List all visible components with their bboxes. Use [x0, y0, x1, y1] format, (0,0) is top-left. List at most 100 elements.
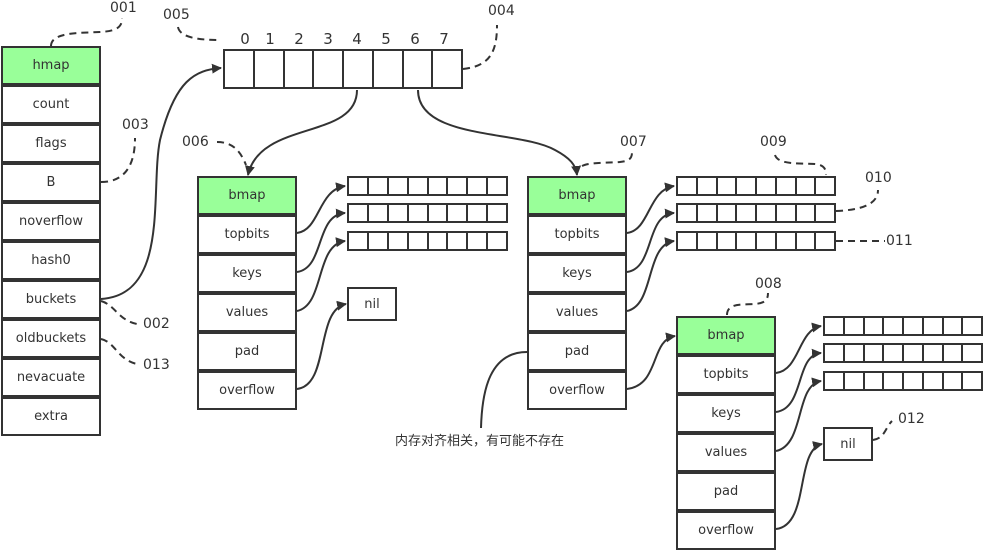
slot-cell: [944, 345, 964, 361]
slot-cell: [369, 233, 389, 249]
hmap-field-oldbuckets[interactable]: oldbuckets: [1, 319, 101, 358]
bmap-field-values[interactable]: values: [527, 293, 627, 332]
hmap-field-buckets[interactable]: buckets: [1, 280, 101, 319]
bucket-index: 5: [381, 30, 391, 48]
bmap-field-pad[interactable]: pad: [676, 472, 776, 511]
dash-008: [726, 292, 769, 316]
slot-cell: [718, 233, 738, 249]
slot-cell: [816, 233, 834, 249]
bmap-field-topbits[interactable]: topbits: [676, 355, 776, 394]
annotation-001: 001: [110, 0, 137, 16]
slot-cell: [777, 205, 797, 221]
slot-cell: [737, 178, 757, 194]
hmap-field-B[interactable]: B: [1, 163, 101, 202]
bucket-cell[interactable]: [344, 51, 374, 87]
slot-cell: [845, 318, 865, 334]
arrow-bmap2-keys: [626, 208, 675, 273]
hmap-field-noverflow[interactable]: noverflow: [1, 202, 101, 241]
bmap-field-pad[interactable]: pad: [527, 332, 627, 371]
slot-cell: [816, 178, 834, 194]
bmap-field-keys[interactable]: keys: [197, 254, 297, 293]
slot-cell: [884, 318, 904, 334]
slot-cell: [409, 178, 429, 194]
bucket-cell[interactable]: [314, 51, 344, 87]
slot-cell: [816, 205, 834, 221]
hmap-field-count[interactable]: count: [1, 85, 101, 124]
slot-cell: [448, 178, 469, 194]
bucket-cell[interactable]: [433, 51, 461, 87]
bmap-header[interactable]: bmap: [197, 176, 297, 215]
bmap-field-topbits[interactable]: topbits: [197, 215, 297, 254]
slot-cell: [389, 178, 409, 194]
annotation-011: 011: [886, 233, 913, 249]
bmap-field-pad[interactable]: pad: [197, 332, 297, 371]
bmap-field-overflow[interactable]: overflow: [197, 371, 297, 410]
slot-cell: [468, 178, 489, 194]
arrow-bmap3-keys: [775, 348, 822, 413]
bmap-field-topbits[interactable]: topbits: [527, 215, 627, 254]
arrow-bucket6-to-bmap2: [417, 89, 582, 176]
slot-cell: [678, 233, 698, 249]
slot-cell: [488, 205, 506, 221]
slot-cell: [718, 205, 738, 221]
topbits-array: [823, 316, 983, 336]
hmap-field-extra[interactable]: extra: [1, 397, 101, 436]
hmap-field-hash0[interactable]: hash0: [1, 241, 101, 280]
bucket-cell[interactable]: [404, 51, 434, 87]
slot-cell: [737, 205, 757, 221]
bmap-field-values[interactable]: values: [676, 433, 776, 472]
arrow-bmap3-values: [775, 377, 822, 452]
slot-cell: [369, 178, 389, 194]
slot-cell: [349, 233, 369, 249]
bmap-field-keys[interactable]: keys: [527, 254, 627, 293]
arrow-bmap3-topbits: [775, 322, 822, 374]
values-array: [676, 231, 836, 251]
slot-cell: [429, 233, 449, 249]
slot-cell: [884, 345, 904, 361]
annotation-008: 008: [755, 276, 782, 292]
slot-cell: [409, 233, 429, 249]
hmap-header[interactable]: hmap: [1, 46, 101, 85]
bmap-header[interactable]: bmap: [527, 176, 627, 215]
bucket-cell[interactable]: [255, 51, 285, 87]
slot-cell: [845, 373, 865, 389]
bucket-index: 4: [352, 30, 362, 48]
annotation-003: 003: [122, 117, 149, 133]
arrow-bmap1-overflow: [296, 300, 347, 390]
bmap-field-overflow[interactable]: overflow: [527, 371, 627, 410]
values-array: [347, 231, 508, 251]
annotation-010: 010: [865, 170, 892, 186]
bmap-field-values[interactable]: values: [197, 293, 297, 332]
slot-cell: [865, 345, 885, 361]
bmap-field-overflow[interactable]: overflow: [676, 511, 776, 550]
slot-cell: [409, 205, 429, 221]
slot-cell: [944, 318, 964, 334]
bmap-header[interactable]: bmap: [676, 316, 776, 355]
annotation-006: 006: [182, 134, 209, 150]
keys-array: [676, 203, 836, 223]
bucket-cell[interactable]: [374, 51, 404, 87]
hmap-field-flags[interactable]: flags: [1, 124, 101, 163]
arrow-bucket4-to-bmap1: [245, 89, 358, 176]
slot-cell: [488, 178, 506, 194]
dash-010: [835, 189, 879, 212]
slot-cell: [944, 373, 964, 389]
slot-cell: [865, 373, 885, 389]
annotation-004: 004: [488, 3, 515, 19]
dash-001: [50, 17, 123, 47]
slot-cell: [777, 178, 797, 194]
dash-012: [872, 420, 893, 441]
slot-cell: [825, 373, 845, 389]
topbits-array: [676, 176, 836, 196]
dash-004: [462, 24, 498, 70]
bucket-cell[interactable]: [225, 51, 255, 87]
slot-cell: [963, 345, 981, 361]
bucket-cell[interactable]: [285, 51, 315, 87]
slot-cell: [904, 373, 924, 389]
arrow-bmap3-overflow: [775, 441, 823, 530]
dash-007: [581, 151, 633, 167]
bmap-field-keys[interactable]: keys: [676, 394, 776, 433]
topbits-array: [347, 176, 508, 196]
arrow-bmap1-values: [296, 237, 346, 312]
hmap-field-nevacuate[interactable]: nevacuate: [1, 358, 101, 397]
